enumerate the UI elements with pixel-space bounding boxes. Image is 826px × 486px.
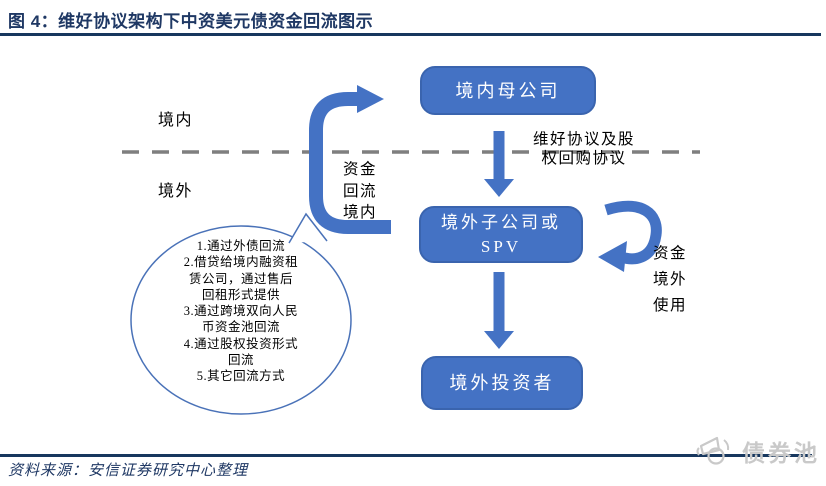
arrow-spv-to-investor	[484, 272, 514, 349]
source-note: 资料来源：安信证券研究中心整理	[8, 463, 249, 479]
label-funds-back-onshore: 资金 回流 境内	[342, 161, 377, 221]
watermark-label: 债券池	[742, 440, 820, 466]
callout-bubble	[130, 212, 352, 415]
region-label-domestic: 境内	[158, 112, 194, 129]
label-funds-used-overseas: 资金 境外 使用	[652, 245, 687, 314]
node-domestic-parent-company: 境内母公司	[420, 66, 596, 115]
label-keepwell-agreement: 维好协议及股 权回购协议	[532, 131, 635, 167]
node-overseas-investors: 境外投资者	[421, 356, 583, 410]
node-overseas-subsidiary-spv: 境外子公司或 SPV	[419, 206, 583, 263]
title-divider	[0, 33, 821, 36]
arrow-parent-to-spv	[484, 131, 514, 197]
megaphone-icon	[696, 436, 730, 465]
bond-pool-watermark: 债券池	[695, 434, 820, 468]
arrow-funds-used-overseas	[598, 200, 662, 272]
callout-repatriation-methods: 1.通过外债回流 2.借贷给境内融资租 赁公司，通过售后 回租形式提供 3.通过…	[183, 239, 299, 384]
figure-title: 图 4：维好协议架构下中资美元债资金回流图示	[8, 12, 374, 31]
arrow-funds-back-onshore	[309, 85, 391, 234]
region-label-overseas: 境外	[158, 183, 194, 200]
footer-divider	[0, 454, 812, 457]
